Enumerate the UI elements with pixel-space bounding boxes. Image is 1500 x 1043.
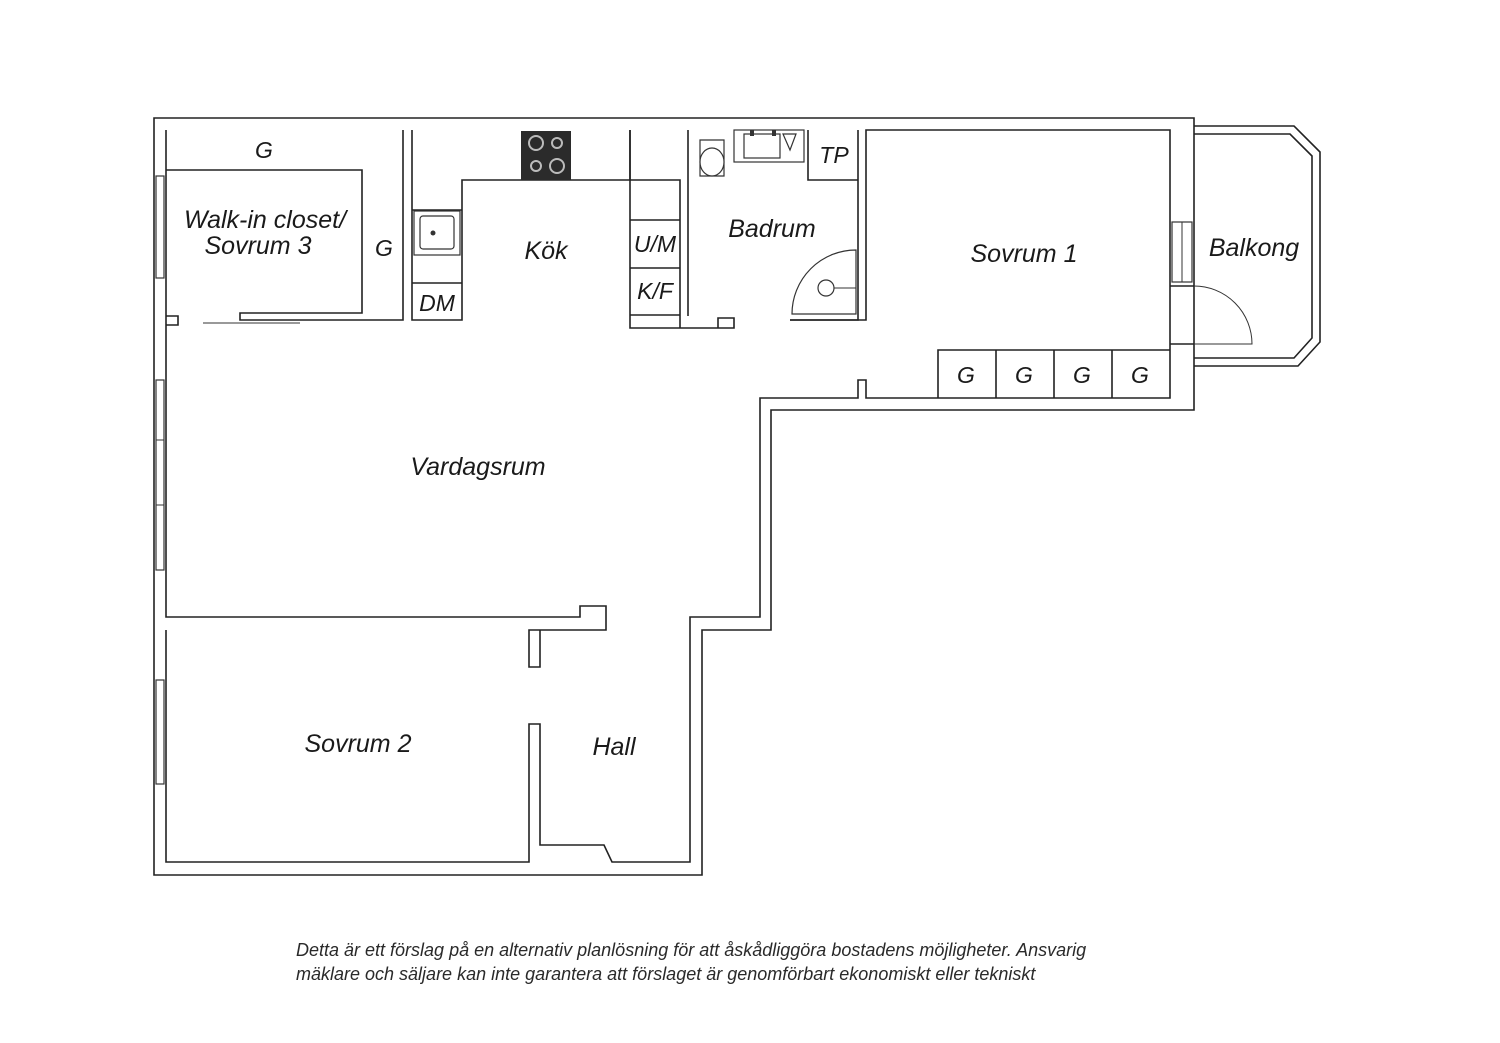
burner-icon [530, 160, 542, 172]
bathroom-sink-basin [743, 133, 781, 159]
bathroom-wall [687, 130, 859, 321]
disclaimer-line-2: mäklare och säljare kan inte garantera a… [296, 964, 1036, 984]
badrum-label: Badrum [728, 215, 816, 243]
burner-icon [549, 158, 565, 174]
window-icon [155, 175, 165, 279]
sovrum2-label: Sovrum 2 [305, 730, 412, 758]
stove-icon [521, 131, 571, 180]
burner-icon [528, 135, 544, 151]
kitchen-sink-basin [419, 215, 455, 250]
kok-label: Kök [524, 237, 569, 265]
fridge-freezer-upper-label: U/M [634, 231, 677, 257]
faucet-icon [750, 130, 754, 136]
balcony-door-swing [1193, 285, 1253, 345]
wardrobe-label: G [1073, 362, 1091, 388]
balcony-door-frame [1170, 285, 1194, 345]
window-icon [155, 679, 165, 785]
window-icon [155, 379, 165, 571]
hall-label: Hall [592, 733, 637, 761]
disclaimer: Detta är ett förslag på en alternativ pl… [296, 938, 1236, 986]
wardrobe-label: G [375, 235, 393, 261]
wardrobe-row [937, 349, 1170, 398]
wardrobe-label: G [957, 362, 975, 388]
wardrobe-label: G [1131, 362, 1149, 388]
inner-perimeter [165, 129, 1171, 863]
sovrum3-label: Sovrum 3 [205, 232, 312, 260]
toilet-bowl-icon [699, 147, 725, 177]
balcony-outline [1194, 125, 1321, 367]
fridge-freezer-lower-label: K/F [637, 278, 675, 304]
sink-drain-icon [430, 230, 436, 236]
washer-label: TP [819, 142, 849, 168]
soap-icon [782, 133, 797, 152]
walkin-closet-wall [166, 130, 404, 321]
kitchen-wall [629, 130, 735, 329]
sovrum1-label: Sovrum 1 [971, 240, 1078, 268]
dishwasher-label: DM [419, 290, 456, 316]
shower-drain-icon [817, 279, 835, 297]
closet-opening [166, 315, 179, 326]
disclaimer-line-1: Detta är ett förslag på en alternativ pl… [296, 940, 1087, 960]
balkong-label: Balkong [1209, 234, 1299, 262]
faucet-icon [772, 130, 776, 136]
wardrobe-label: G [1015, 362, 1033, 388]
outer-wall [153, 117, 1195, 876]
walkin-closet-label: Walk-in closet/ [184, 206, 349, 234]
burner-icon [551, 137, 563, 149]
vardagsrum-label: Vardagsrum [410, 453, 545, 481]
wardrobe-label: G [255, 137, 273, 163]
